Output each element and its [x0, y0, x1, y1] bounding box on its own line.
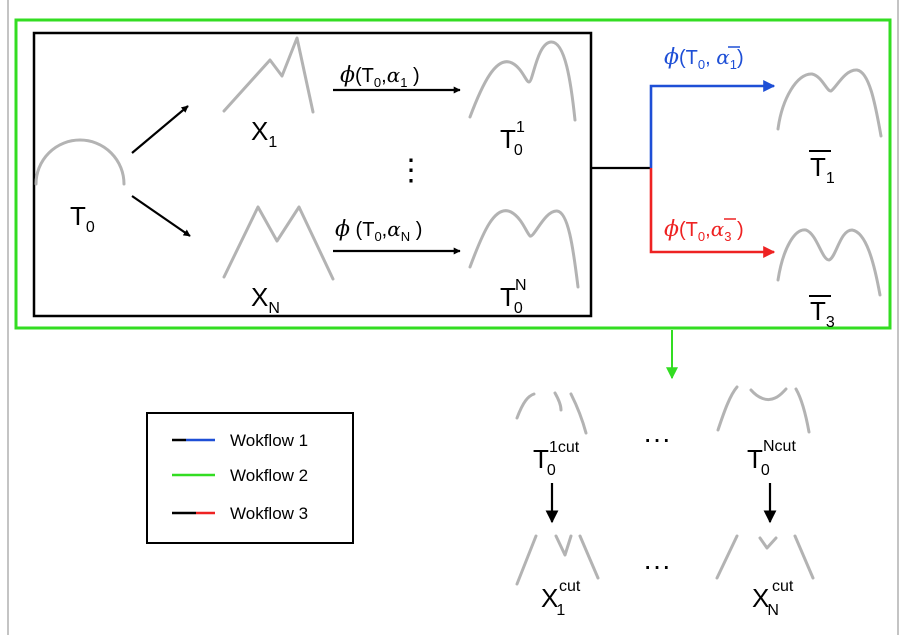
label-t0-ncut: T0 — [747, 444, 770, 479]
workflow3-branch-arrow — [649, 168, 776, 258]
label-t0-ncut-sup: Ncut — [763, 438, 796, 455]
label-xncut: XN — [752, 583, 779, 619]
edge-label-phi-alpha1: ϕ(T0,α1 ) — [340, 63, 420, 90]
label-xncut-sup: cut — [772, 578, 794, 595]
t0-ncut-shape-mid — [749, 387, 788, 402]
x1-shape — [222, 36, 315, 114]
label-t0-1: T0 — [500, 124, 523, 159]
edge-label-phi-alphabar1: ϕ(T0, α1) — [664, 45, 744, 72]
x1cut-shape-mid — [554, 534, 573, 557]
x1cut-shape-right — [578, 534, 600, 580]
workflow1-branch-arrow — [649, 80, 776, 168]
t0-1-shape — [468, 40, 577, 122]
xncut-shape-left — [715, 534, 739, 580]
label-x1cut-sup: cut — [559, 578, 581, 595]
t0-1cut-shape-right — [569, 392, 588, 435]
label-tbar3: T3 — [810, 296, 835, 331]
label-t0-n-sup: N — [515, 277, 527, 294]
legend-label-workflow1: Wokflow 1 — [230, 431, 308, 450]
legend-box — [146, 412, 354, 544]
label-t0: T0 — [70, 201, 95, 236]
t0-1cut-shape-mid — [553, 391, 563, 412]
label-x1cut: X1 — [541, 583, 565, 619]
label-t0-1cut: T0 — [533, 444, 556, 479]
label-tbar1: T1 — [810, 152, 835, 187]
tbar3-shape — [776, 228, 882, 297]
label-t0-1-sup: 1 — [516, 119, 525, 136]
xn-shape — [222, 205, 335, 281]
top-row-ellipsis: ··· — [643, 423, 671, 454]
xncut-shape-mid — [758, 536, 778, 550]
edge-label-phi-alphaN: ϕ (T0,αN ) — [335, 217, 422, 244]
legend-item-workflow2: Wokflow 2 — [172, 466, 308, 485]
arrow-t0-to-xn — [131, 195, 191, 237]
legend-item-workflow1: Wokflow 1 — [172, 431, 308, 450]
main-process-frame — [32, 31, 593, 318]
bottom-row-ellipsis: ··· — [643, 550, 671, 581]
legend-item-workflow3: Wokflow 3 — [172, 504, 308, 523]
t0-n-shape — [468, 209, 580, 289]
t0-1cut-shape-left — [515, 392, 536, 420]
t0-ncut-shape-left — [716, 385, 739, 432]
arrow-t0-to-x1 — [131, 105, 189, 154]
tbar1-shape — [776, 68, 883, 138]
vertical-ellipsis: ⋮ — [396, 154, 426, 187]
label-t0-n: T0 — [500, 282, 523, 317]
label-t0-1cut-sup: 1cut — [549, 439, 580, 456]
legend-label-workflow3: Wokflow 3 — [230, 504, 308, 523]
label-xn: XN — [251, 282, 280, 317]
x1cut-shape-left — [515, 534, 538, 586]
t0-shape — [34, 138, 126, 186]
workflow2-frame — [14, 18, 892, 330]
t0-ncut-shape-right — [794, 387, 811, 434]
xncut-shape-right — [793, 534, 815, 580]
label-x1: X1 — [251, 116, 277, 151]
edge-label-phi-alphabar3: ϕ(T0,α3 ) — [664, 217, 744, 244]
legend-label-workflow2: Wokflow 2 — [230, 466, 308, 485]
